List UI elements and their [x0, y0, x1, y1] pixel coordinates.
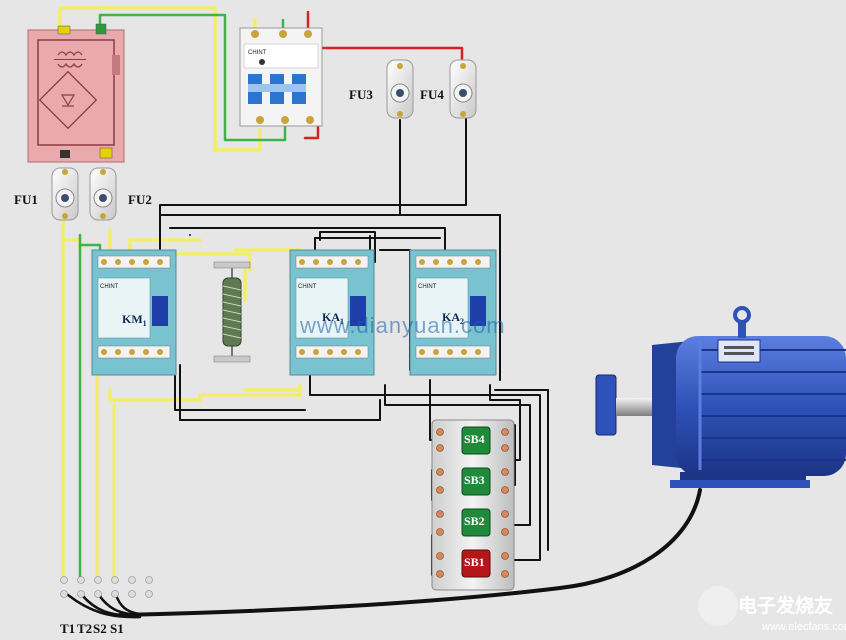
km1-brand: CHINT — [100, 284, 119, 290]
button-station — [431, 419, 515, 591]
label-fu4: FU4 — [420, 87, 444, 102]
site-logo: 电子发烧友 www.elecfans.com — [698, 586, 846, 633]
ka2-brand: CHINT — [418, 284, 437, 290]
watermark: www.dianyuan.com — [299, 313, 506, 338]
motor — [595, 306, 846, 488]
button-sb3[interactable]: SB3 — [461, 467, 491, 496]
label-fu1: FU1 — [14, 192, 38, 207]
button-sb1[interactable]: SB1 — [461, 549, 491, 578]
label-sb1: SB1 — [464, 555, 485, 569]
resistor — [213, 261, 251, 363]
label-ka2: KA2 — [442, 310, 464, 326]
label-sb3: SB3 — [464, 473, 485, 487]
label-sb2: SB2 — [464, 514, 485, 528]
label-sb4: SB4 — [464, 432, 485, 446]
fuse-fu1: FU1 — [14, 167, 79, 221]
label-fu2: FU2 — [128, 192, 152, 207]
fuse-fu2: FU2 — [89, 167, 152, 221]
breaker-brand: CHINT — [248, 50, 267, 56]
transformer-module — [27, 23, 125, 163]
fuse-fu3: FU3 — [349, 59, 414, 119]
label-s2: S2 — [93, 621, 107, 636]
button-sb2[interactable]: SB2 — [461, 508, 491, 537]
label-fu3: FU3 — [349, 87, 373, 102]
label-s1: S1 — [110, 621, 124, 636]
contactor-ka1: CHINT KA1 — [289, 249, 375, 376]
circuit-breaker: CHINT — [239, 27, 323, 127]
contactor-km1: CHINT KM1 — [91, 249, 177, 376]
label-t1: T1 — [60, 621, 75, 636]
logo-title: 电子发烧友 — [738, 594, 833, 617]
ka1-brand: CHINT — [298, 284, 317, 290]
label-km1: KM1 — [122, 312, 147, 328]
button-sb4[interactable]: SB4 — [461, 426, 491, 455]
contactor-ka2: CHINT KA2 — [409, 249, 497, 376]
fuse-fu4: FU4 — [420, 59, 477, 119]
logo-url: www.elecfans.com — [761, 621, 846, 633]
terminal-block: T1 T2 S2 S1 — [60, 576, 153, 636]
label-t2: T2 — [77, 621, 92, 636]
label-ka1: KA1 — [322, 310, 344, 326]
